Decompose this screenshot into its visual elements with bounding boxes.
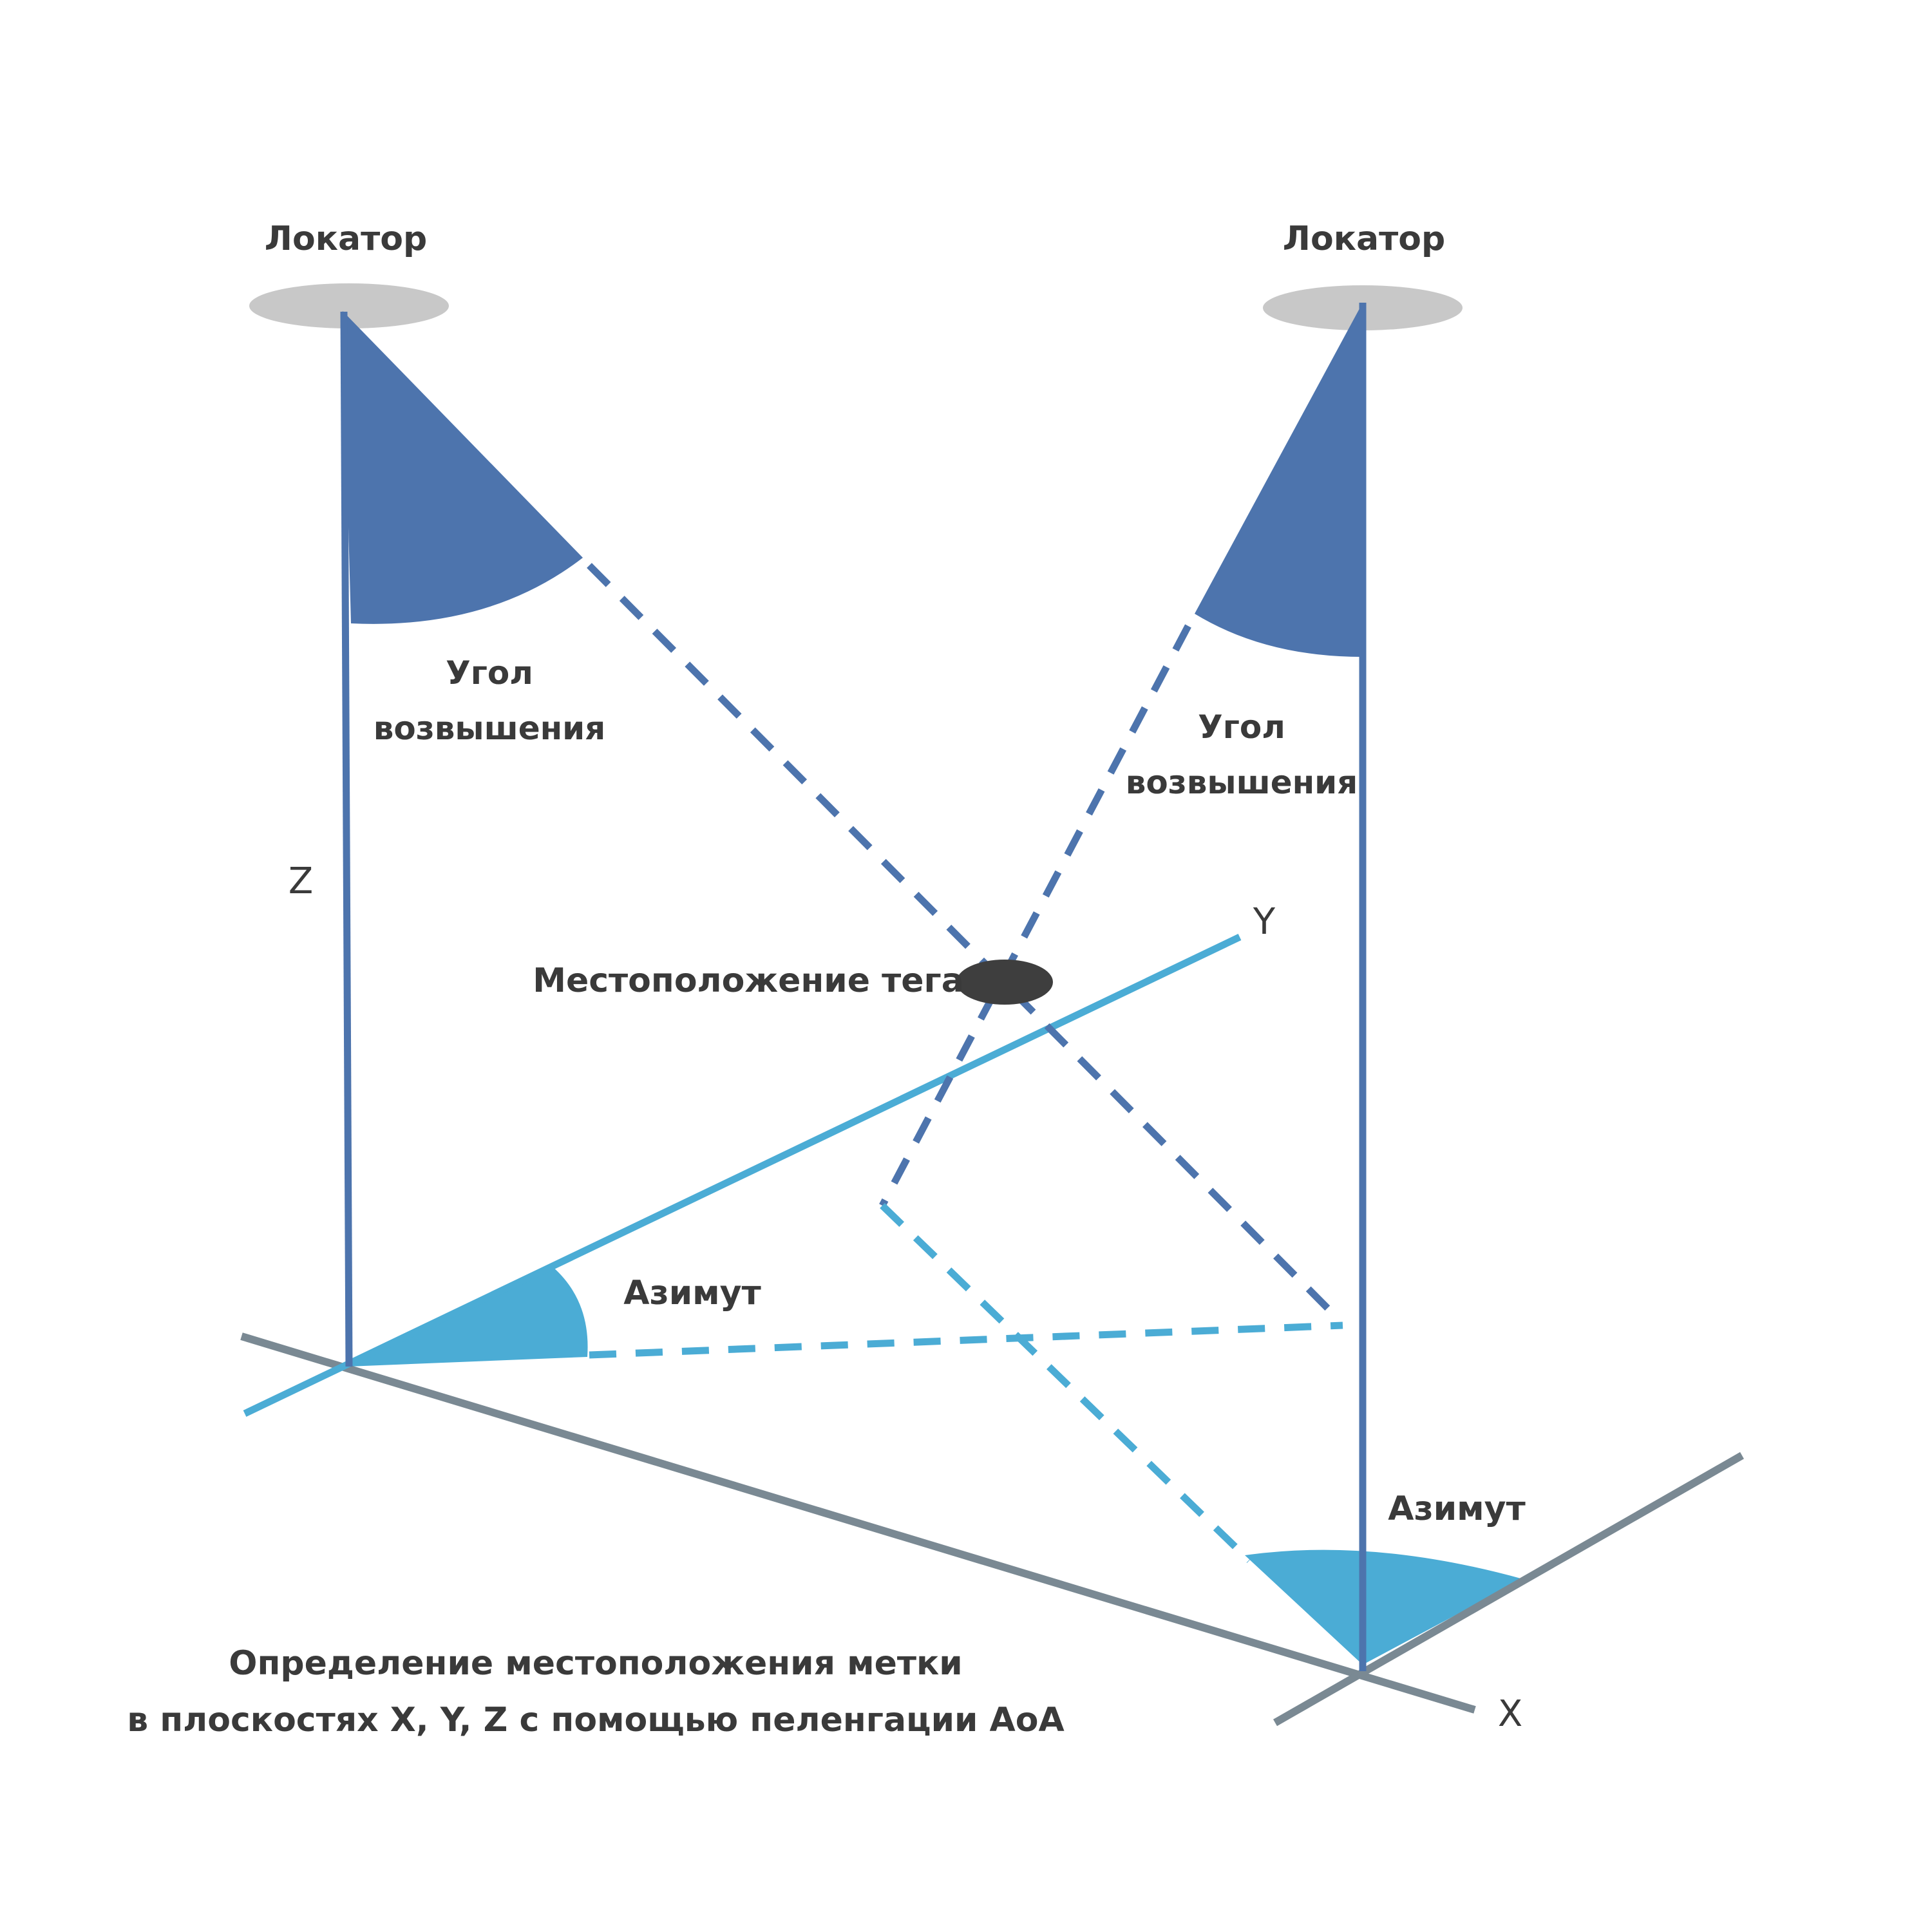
caption-line1: Определение местоположения метки: [229, 1644, 962, 1683]
ray-right-dashed: [879, 624, 1191, 1208]
elevation-left-label-line1: Угол: [446, 654, 533, 692]
tag-marker: [956, 960, 1053, 1005]
axis-z-label: Z: [289, 860, 313, 902]
projection-right-dashed: [880, 1203, 1252, 1563]
elevation-right-label-line2: возвышения: [1126, 764, 1358, 801]
elevation-left-label-line2: возвышения: [374, 710, 606, 747]
azimuth-left-label: Азимут: [623, 1274, 761, 1312]
x-axis-line: [240, 1332, 1476, 1714]
caption-line2: в плоскостях X, Y, Z с помощью пеленгаци…: [127, 1701, 1065, 1739]
y-axis-line: [243, 934, 1242, 1417]
axis-x-label: X: [1498, 1693, 1522, 1735]
tag-location-label: Местоположение тега: [533, 961, 964, 1000]
locator-left-label: Локатор: [265, 220, 427, 258]
projection-left-dashed: [589, 1321, 1343, 1359]
azimuth-right-label: Азимут: [1388, 1490, 1525, 1528]
elevation-sector-left: [343, 311, 583, 624]
ray-left-dashed: [587, 563, 1342, 1323]
azimuth-sector-left: [348, 1267, 588, 1367]
azimuth-sector-right: [1245, 1549, 1523, 1665]
locator-right-label: Локатор: [1283, 220, 1445, 258]
elevation-sector-right: [1195, 303, 1363, 657]
elevation-right-label-line1: Угол: [1198, 708, 1285, 746]
axis-y-label: Y: [1253, 901, 1276, 943]
ground-axis-right: [1273, 1452, 1744, 1727]
pole-left: [340, 311, 353, 1367]
locator-left-disc: [249, 283, 449, 328]
